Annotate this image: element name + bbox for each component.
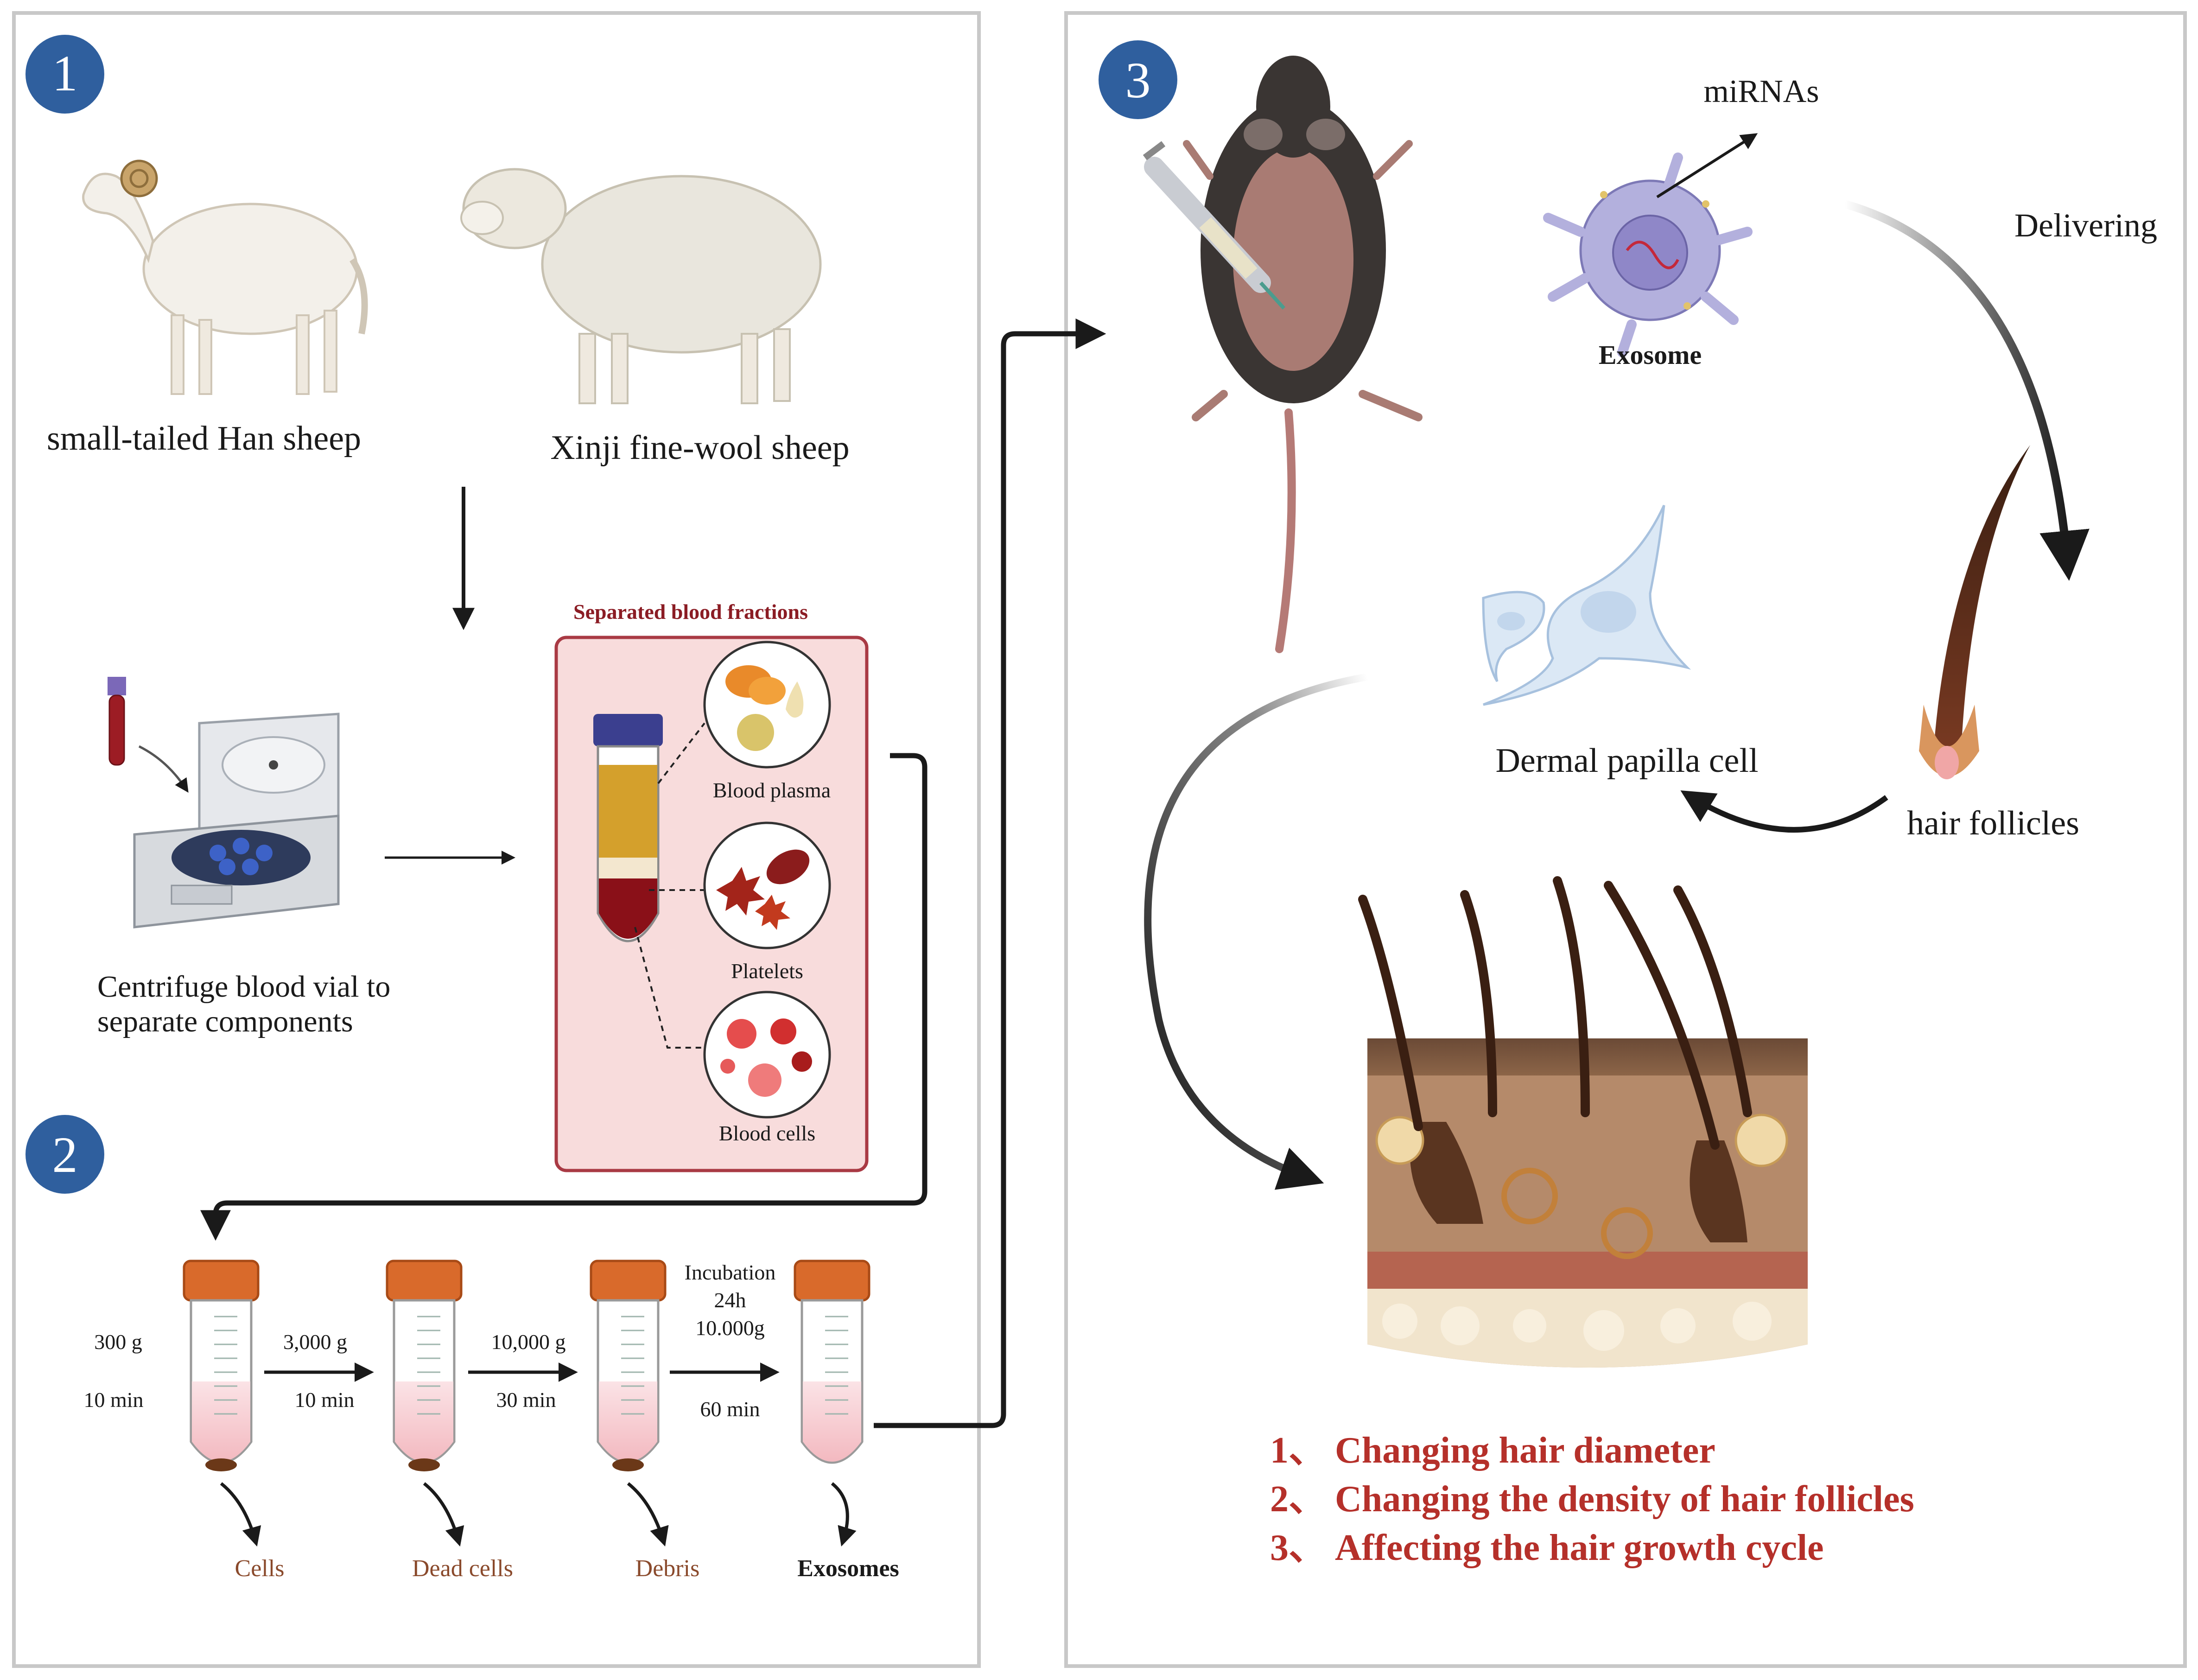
exosome-illustration xyxy=(1543,153,1753,357)
step-label-1-line1: 300 g xyxy=(94,1330,142,1354)
step-label-3-line1: 10,000 g xyxy=(491,1330,566,1354)
hair-follicles-label: hair follicles xyxy=(1907,804,2079,842)
step-badge-3: 3 xyxy=(1099,40,1177,119)
arrow-exosome-to-mirnas xyxy=(1656,133,1758,198)
arrow-delivering xyxy=(1843,200,2090,581)
arrow-follicle-to-papilla xyxy=(1680,790,1888,833)
tube-300g xyxy=(183,1260,260,1471)
step-label-2-line2: 10 min xyxy=(294,1388,354,1412)
output-arrow xyxy=(627,1482,669,1547)
centrifugation-tubes xyxy=(183,1260,870,1547)
han-sheep-label: small-tailed Han sheep xyxy=(47,420,361,458)
output-arrow xyxy=(423,1482,464,1547)
fraction-label-blood-cells: Blood cells xyxy=(719,1121,815,1145)
step-badge-2: 2 xyxy=(25,1115,104,1194)
effect-3: 3、 Affecting the hair growth cycle xyxy=(1270,1527,1824,1568)
step-label-2-line1: 3,000 g xyxy=(283,1330,347,1354)
arrow-vial-to-centrifuge xyxy=(138,745,189,793)
hair-follicle-illustration xyxy=(1919,445,2030,779)
step-label-4-line1b: 10.000g xyxy=(695,1316,765,1340)
fraction-tube xyxy=(593,714,663,942)
fraction-label-plasma: Blood plasma xyxy=(713,778,831,802)
leader-blood-cells xyxy=(634,927,709,1049)
step-badge-2-label: 2 xyxy=(52,1126,78,1183)
tube-10000g xyxy=(590,1260,667,1471)
arrow-panel2-to-panel3 xyxy=(874,318,1106,1428)
output-arrow xyxy=(831,1482,857,1547)
blood-cells-circle xyxy=(703,991,831,1119)
mirnas-label: miRNAs xyxy=(1704,74,1819,109)
step-badge-1-label: 1 xyxy=(52,45,78,102)
effect-1: 1、 Changing hair diameter xyxy=(1270,1430,1715,1471)
output-label-cells: Cells xyxy=(235,1555,285,1582)
syringe-icon xyxy=(1143,141,1285,310)
platelets-circle xyxy=(703,821,831,949)
skin-cross-section-illustration xyxy=(1358,876,1808,1368)
fraction-label-platelets: Platelets xyxy=(731,959,803,983)
delivering-label: Delivering xyxy=(2014,207,2157,244)
leader-plasma xyxy=(657,722,705,784)
step-label-4-line2: 60 min xyxy=(700,1397,760,1421)
centrifuge-caption-line1: Centrifuge blood vial to xyxy=(97,970,390,1004)
step-label-4-line1: 24h xyxy=(714,1288,746,1312)
step-badge-3-label: 3 xyxy=(1125,52,1151,108)
output-label-dead-cells: Dead cells xyxy=(412,1555,513,1582)
arrow-fractions-to-panel2 xyxy=(200,753,927,1241)
han-sheep-illustration xyxy=(82,159,368,395)
fractions-title: Separated blood fractions xyxy=(573,600,808,624)
dermal-papilla-cell-illustration xyxy=(1482,504,1691,706)
blood-vial-icon xyxy=(108,677,126,766)
plasma-circle xyxy=(703,641,831,769)
fine-wool-sheep-illustration xyxy=(460,168,822,404)
centrifuge-illustration xyxy=(133,713,340,929)
centrifuge-caption-line2: separate components xyxy=(97,1005,353,1038)
arrow-papilla-to-skin xyxy=(1144,673,1368,1190)
effect-2: 2、 Changing the density of hair follicle… xyxy=(1270,1479,1914,1520)
fine-wool-sheep-label: Xinji fine-wool sheep xyxy=(550,429,849,467)
mouse-illustration xyxy=(1183,56,1423,653)
step-label-1-line2: 10 min xyxy=(83,1388,143,1412)
tube-exosomes xyxy=(794,1260,870,1464)
step-label-4-line0: Incubation xyxy=(685,1260,776,1284)
exosome-label: Exosome xyxy=(1599,340,1702,370)
step-badge-1: 1 xyxy=(25,35,104,114)
step-label-3-line2: 30 min xyxy=(496,1388,556,1412)
output-arrow xyxy=(220,1482,261,1547)
tube-3000g xyxy=(386,1260,463,1471)
output-label-debris: Debris xyxy=(635,1555,700,1582)
dermal-papilla-label: Dermal papilla cell xyxy=(1495,742,1758,780)
output-label-exosomes: Exosomes xyxy=(797,1555,899,1582)
